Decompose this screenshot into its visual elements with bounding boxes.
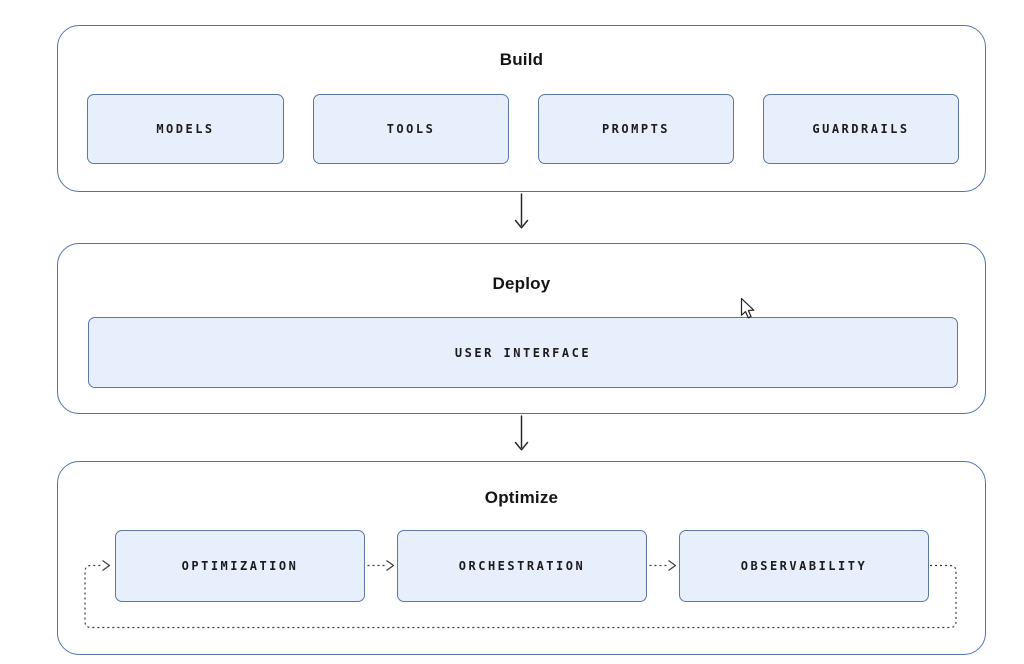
node-orchestration-label: ORCHESTRATION	[458, 559, 586, 573]
section-deploy: Deploy USER INTERFACE	[57, 243, 986, 414]
node-prompts-label: PROMPTS	[601, 122, 671, 136]
node-observability: OBSERVABILITY	[679, 530, 929, 602]
node-user-interface-label: USER INTERFACE	[454, 345, 592, 360]
section-optimize-title: Optimize	[484, 488, 559, 507]
section-build: Build MODELS TOOLS PROMPTS GUARDRAILS	[57, 25, 986, 192]
node-orchestration: ORCHESTRATION	[397, 530, 647, 602]
node-observability-label: OBSERVABILITY	[740, 559, 868, 573]
arrow-build-to-deploy	[514, 193, 529, 229]
node-guardrails: GUARDRAILS	[763, 94, 959, 164]
section-build-title: Build	[499, 50, 544, 69]
node-optimization-label: OPTIMIZATION	[181, 559, 299, 573]
node-prompts: PROMPTS	[538, 94, 734, 164]
node-guardrails-label: GUARDRAILS	[812, 122, 910, 136]
node-user-interface: USER INTERFACE	[88, 317, 958, 388]
node-tools: TOOLS	[313, 94, 509, 164]
arrow-deploy-to-optimize	[514, 415, 529, 451]
node-optimization: OPTIMIZATION	[115, 530, 365, 602]
section-optimize: Optimize OPTIMIZATION ORCHESTRATION OBSE…	[57, 461, 986, 655]
node-models-label: MODELS	[156, 122, 215, 136]
section-deploy-title: Deploy	[492, 274, 551, 293]
node-models: MODELS	[87, 94, 284, 164]
node-tools-label: TOOLS	[386, 122, 436, 136]
